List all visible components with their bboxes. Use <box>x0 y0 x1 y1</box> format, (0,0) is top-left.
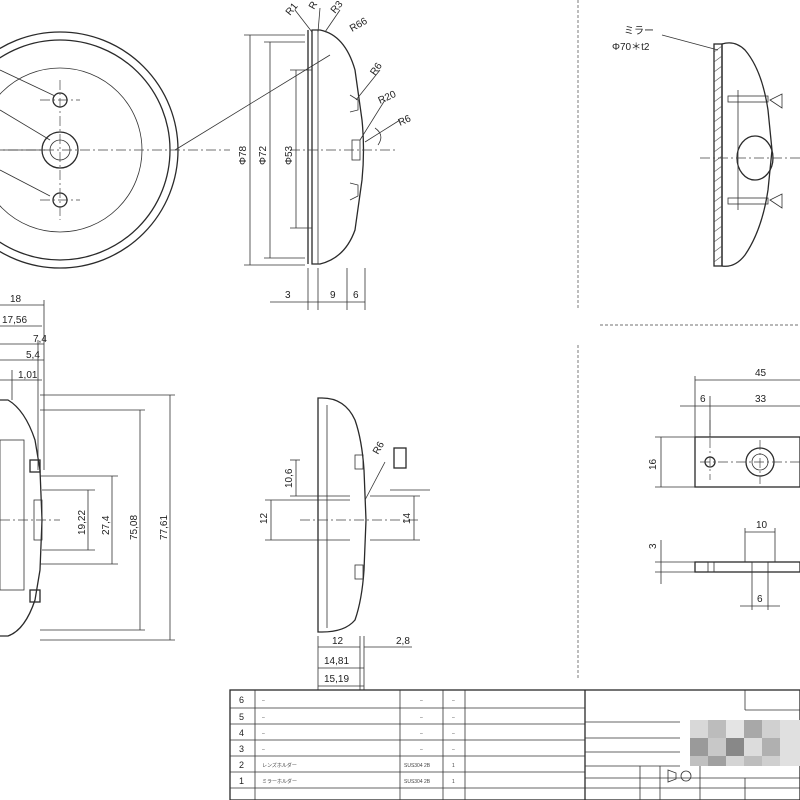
dim-18: 18 <box>10 294 22 305</box>
dim-75-08: 75,08 <box>129 515 140 540</box>
row-qty-3: – <box>452 747 455 753</box>
dim-2-8: 2,8 <box>396 636 410 647</box>
dim-77-61: 77,61 <box>159 515 170 540</box>
dim-7-4: 7,4 <box>33 334 47 345</box>
row-num-2: 2 <box>239 760 244 770</box>
radius-label-r20: R20 <box>377 89 399 107</box>
dim-15-19: 15,19 <box>324 674 349 685</box>
dim-12-vertical: 12 <box>259 512 270 524</box>
bottom-dim-3: 3 <box>285 290 291 301</box>
dim-33: 33 <box>755 394 767 405</box>
diameter-label-53: Φ53 <box>284 145 295 165</box>
bottom-dim-6: 6 <box>353 290 359 301</box>
row-qty-5: – <box>452 715 455 721</box>
row-name-5: – <box>262 715 265 721</box>
obscured-region <box>690 720 800 766</box>
lens-holder-section-view: R6 10,6 12 14 12 2,8 14,81 15,19 <box>259 397 430 690</box>
row-material-2: SUS304 2B <box>404 763 431 769</box>
side-profile-view: R1 R R3 R66 R6 R20 R6 Φ78 Φ72 Φ53 3 9 6 <box>238 0 413 310</box>
row-material-1: SUS304 2B <box>404 779 431 785</box>
row-qty-6: – <box>452 698 455 704</box>
row-name-3: – <box>262 747 265 753</box>
row-qty-2: 1 <box>452 763 455 769</box>
row-name-4: – <box>262 731 265 737</box>
mirror-note-line1: ミラー <box>624 25 654 37</box>
row-name-1: ミラーホルダー <box>262 778 297 785</box>
dim-14: 14 <box>402 512 413 524</box>
row-material-4: – <box>420 731 423 737</box>
r6-label: R6 <box>371 440 387 457</box>
row-name-2: レンズホルダー <box>262 762 297 769</box>
dim-45: 45 <box>755 368 767 379</box>
mirror-holder-side-view: 18 17,56 7,4 5,4 1,01 19,22 27,4 75,08 7… <box>0 294 175 641</box>
dim-6-bottom: 6 <box>757 594 763 605</box>
row-num-4: 4 <box>239 728 244 738</box>
row-material-3: – <box>420 747 423 753</box>
dim-10: 10 <box>756 520 768 531</box>
dim-5-4: 5,4 <box>26 350 40 361</box>
dim-19-22: 19,22 <box>77 510 88 535</box>
row-num-5: 5 <box>239 712 244 722</box>
front-circular-view <box>0 31 331 269</box>
bottom-dim-9: 9 <box>330 290 336 301</box>
row-num-1: 1 <box>239 776 244 786</box>
mirror-note-line2: Φ70＊t2 <box>612 42 650 53</box>
dim-27-4: 27,4 <box>101 515 112 535</box>
radius-label-r: R <box>307 0 320 12</box>
radius-label-r6-upper: R6 <box>368 61 385 78</box>
assembly-section-view: ミラー Φ70＊t2 <box>612 25 800 267</box>
dim-16: 16 <box>648 458 659 470</box>
row-num-3: 3 <box>239 744 244 754</box>
diameter-label-72: Φ72 <box>258 145 269 165</box>
dim-17-56: 17,56 <box>2 315 27 326</box>
mirror-hatch <box>713 45 723 263</box>
radius-label-r6-lower: R6 <box>397 113 414 129</box>
sheet-dividers <box>577 0 800 680</box>
diameter-label-78: Φ78 <box>238 145 249 165</box>
radius-label-r66: R66 <box>348 16 370 35</box>
row-qty-4: – <box>452 731 455 737</box>
row-qty-1: 1 <box>452 779 455 785</box>
dim-10-6: 10,6 <box>284 468 295 488</box>
bracket-side-view: 3 10 6 <box>648 520 800 610</box>
row-num-6: 6 <box>239 695 244 705</box>
projection-symbol-icon <box>667 769 692 783</box>
bracket-plan-view: 45 6 33 16 <box>648 368 800 488</box>
radius-label-r3: R3 <box>329 0 346 16</box>
title-block: 6 5 4 3 2 1 – – – – レンズホルダー ミラーホルダー – – … <box>229 689 800 800</box>
radius-label-r1: R1 <box>284 1 301 18</box>
row-material-5: – <box>420 715 423 721</box>
row-material-6: – <box>420 698 423 704</box>
dim-14-81: 14,81 <box>324 656 349 667</box>
row-name-6: – <box>262 698 265 704</box>
dim-6-top: 6 <box>700 394 706 405</box>
dim-12-horizontal: 12 <box>332 636 344 647</box>
dim-1-01: 1,01 <box>18 370 38 381</box>
dim-3: 3 <box>648 543 659 549</box>
